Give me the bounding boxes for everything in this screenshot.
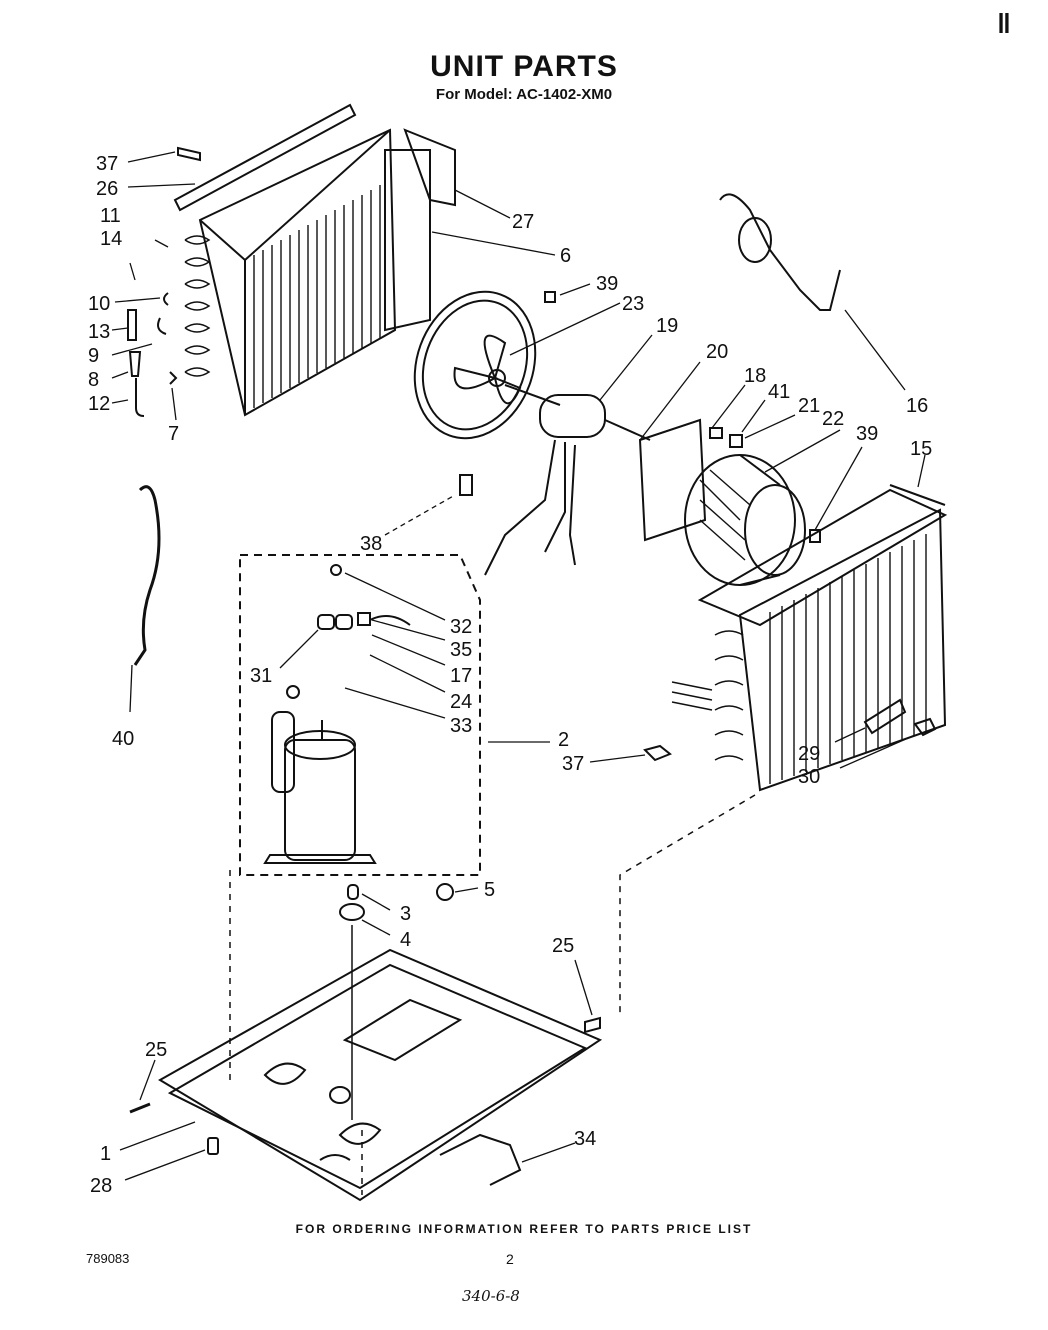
callout-41: 41: [768, 381, 790, 403]
document-number: 789083: [86, 1251, 130, 1266]
callout-21: 21: [798, 395, 820, 417]
callout-33: 33: [450, 715, 472, 737]
callout-34: 34: [574, 1128, 596, 1150]
callout-16: 16: [906, 395, 928, 417]
callout-25-left: 25: [145, 1039, 167, 1061]
callout-38: 38: [360, 533, 382, 555]
callout-3: 3: [400, 903, 411, 925]
callout-32: 32: [450, 616, 472, 638]
callout-13: 13: [88, 321, 110, 343]
evaporator-coil: [643, 484, 948, 792]
callout-39-blower: 39: [856, 423, 878, 445]
callout-24: 24: [450, 691, 472, 713]
callout-20: 20: [706, 341, 728, 363]
callout-10: 10: [88, 293, 110, 315]
callout-23: 23: [622, 293, 644, 315]
ordering-note: FOR ORDERING INFORMATION REFER TO PARTS …: [295, 1222, 753, 1236]
callout-18: 18: [744, 365, 766, 387]
leader-lines: [111, 151, 926, 1181]
compressor-assembly: [239, 554, 481, 921]
callout-labels: 37 26 11 14 10 13 9 8 12 7 27 6 39 23 19…: [88, 153, 932, 1197]
callout-37-top: 37: [96, 153, 118, 175]
callout-4: 4: [400, 929, 411, 951]
base-pan: [129, 794, 756, 1202]
callout-7: 7: [168, 423, 179, 445]
callout-12: 12: [88, 393, 110, 415]
callout-17: 17: [450, 665, 472, 687]
fan-motor-assembly: [413, 193, 841, 586]
callout-28: 28: [90, 1175, 112, 1197]
condenser-coil: [127, 103, 456, 417]
callout-6: 6: [560, 245, 571, 267]
model-subtitle: For Model: AC-1402-XM0: [435, 86, 613, 103]
callout-1: 1: [100, 1143, 111, 1165]
callout-27: 27: [512, 211, 534, 233]
callout-5: 5: [484, 879, 495, 901]
callout-11: 11: [100, 205, 121, 227]
callout-26: 26: [96, 178, 118, 200]
callout-40: 40: [112, 728, 134, 750]
page-title: UNIT PARTS: [430, 50, 618, 83]
callout-22: 22: [822, 408, 844, 430]
callout-2: 2: [558, 729, 569, 751]
callout-19: 19: [656, 315, 678, 337]
callout-31: 31: [250, 665, 272, 687]
callout-37-right: 37: [562, 753, 584, 775]
callout-30: 30: [798, 766, 820, 788]
callout-14: 14: [100, 228, 122, 250]
callout-15: 15: [910, 438, 932, 460]
callout-29: 29: [798, 743, 820, 765]
callout-39-fan: 39: [596, 273, 618, 295]
handwritten-note: 340-6-8: [462, 1287, 520, 1305]
callout-35: 35: [450, 639, 472, 661]
callout-9: 9: [88, 345, 99, 367]
callout-8: 8: [88, 369, 99, 391]
page-number: 2: [506, 1251, 514, 1267]
corner-mark: ‖: [997, 8, 1011, 39]
callout-25-right: 25: [552, 935, 574, 957]
wire-harness: [133, 485, 161, 666]
